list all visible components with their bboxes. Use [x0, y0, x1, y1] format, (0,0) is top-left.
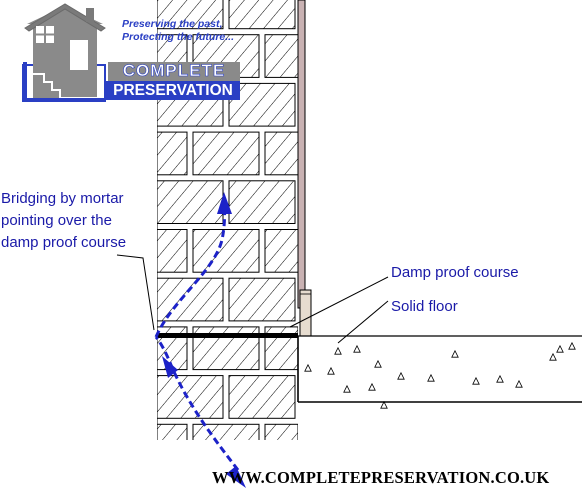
aggregate-speck [568, 341, 576, 350]
aggregate-speck [496, 374, 504, 383]
house-door-icon [70, 40, 88, 70]
aggregate-speck [515, 379, 523, 388]
aggregate-speck [556, 344, 564, 353]
dpc-leader-line [289, 276, 389, 328]
damp-proof-course-label: Damp proof course [391, 264, 519, 281]
rising-damp-arrowhead-bottom [226, 466, 246, 488]
bridging-arrowhead [217, 192, 232, 214]
solid-floor-slab [297, 335, 582, 409]
brick [192, 229, 260, 273]
company-logo [22, 3, 240, 102]
rising-damp-arrowhead-lower [162, 356, 178, 378]
aggregate-speck [374, 359, 382, 368]
logo-tagline-line1: Preserving the past, [122, 18, 223, 30]
brand-name-box-top [108, 62, 240, 81]
aggregate-speck [380, 400, 388, 409]
aggregate-speck [451, 349, 459, 358]
aggregate-speck [343, 384, 351, 393]
damp-proof-course [157, 333, 298, 338]
brick [228, 0, 296, 30]
aggregate-speck [397, 371, 405, 380]
solid-floor-label: Solid floor [391, 298, 458, 315]
brick [228, 375, 296, 419]
logo-tagline-line2: Protecting the future... [122, 31, 235, 43]
brick [157, 375, 224, 419]
brick [157, 229, 188, 273]
brick [192, 131, 260, 176]
rising-damp-arrow-lower [154, 336, 240, 471]
aggregate-speck [472, 376, 480, 385]
brick [264, 34, 298, 78]
aggregate-speck [334, 346, 342, 355]
brick [264, 131, 298, 176]
brick [264, 423, 298, 440]
brick [192, 423, 260, 440]
brick [228, 180, 296, 225]
bridging-label: Bridging by mortar pointing over the dam… [1, 188, 126, 254]
aggregate-speck [368, 382, 376, 391]
bridging-label-line1: Bridging by mortar [1, 190, 124, 207]
logo-brand-line1: COMPLETE [122, 61, 226, 81]
brick [157, 180, 224, 225]
brick [264, 229, 298, 273]
brand-name-box-bottom [106, 81, 240, 100]
aggregate-speck [427, 373, 435, 382]
bridging-label-line2: pointing over the [1, 212, 112, 229]
bridging-label-line3: damp proof course [1, 234, 127, 251]
aggregate-speck [353, 344, 361, 353]
logo-brand-line2: PRESERVATION [113, 82, 233, 99]
floor-leader-line [337, 300, 389, 344]
brick [228, 277, 296, 322]
wall-render-strip [297, 0, 306, 309]
aggregate-speck [327, 366, 335, 375]
brick [157, 0, 224, 30]
website-url: WWW.COMPLETEPRESERVATION.CO.UK [212, 468, 550, 487]
brick [157, 423, 188, 440]
skirting-board [299, 289, 312, 337]
brick [157, 131, 188, 176]
bridging-leader-line [116, 254, 155, 331]
moisture-path [154, 192, 246, 488]
aggregate-speck [304, 363, 312, 372]
aggregate-speck [549, 352, 557, 361]
brick [157, 277, 224, 322]
bridging-arrow [154, 201, 227, 338]
